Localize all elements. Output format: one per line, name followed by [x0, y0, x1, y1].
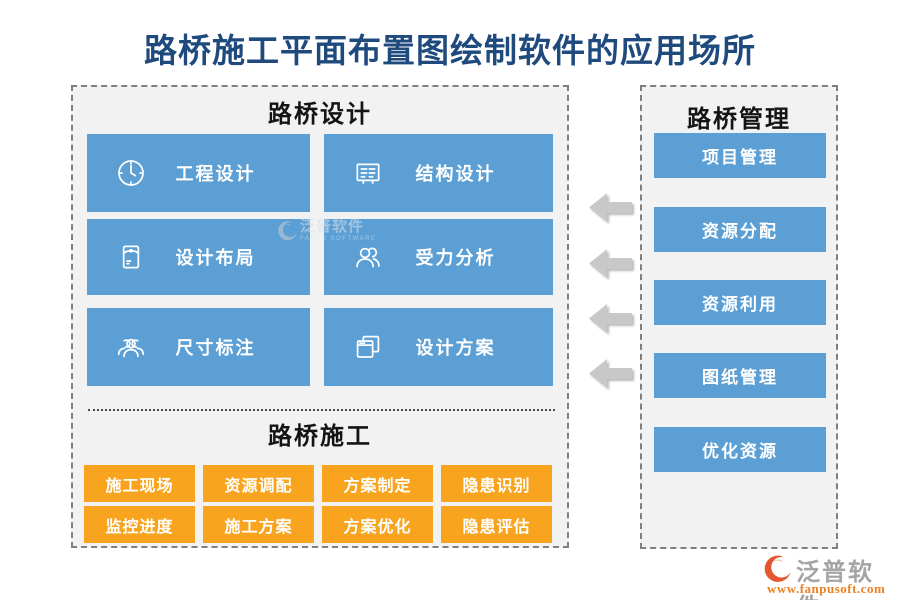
- construction-btn-construction-plan[interactable]: 施工方案: [203, 506, 314, 543]
- management-panel: 路桥管理 项目管理 资源分配 资源利用 图纸管理 优化资源: [640, 85, 838, 549]
- management-btn-resource-optimize[interactable]: 优化资源: [654, 427, 826, 472]
- construction-btn-resource-dispatch[interactable]: 资源调配: [203, 465, 314, 502]
- construction-btn-hazard-identify[interactable]: 隐患识别: [441, 465, 552, 502]
- form-icon: [352, 157, 384, 189]
- construction-section-title: 路桥施工: [268, 424, 372, 450]
- footer-brand-name: 泛普软件: [796, 560, 874, 600]
- construction-btn-progress-monitor[interactable]: 监控进度: [84, 506, 195, 543]
- footer-brand-url[interactable]: www.fanpusoft.com: [767, 581, 886, 596]
- management-btn-resource-utilization[interactable]: 资源利用: [654, 280, 826, 325]
- page-title: 路桥施工平面布置图绘制软件的应用场所: [144, 34, 756, 70]
- management-btn-resource-allocation[interactable]: 资源分配: [654, 207, 826, 252]
- left-arrow-icon: [589, 359, 632, 388]
- clock-icon: [115, 157, 147, 189]
- left-arrow-icon: [589, 304, 632, 333]
- design-btn-label: 设计布局: [175, 248, 256, 268]
- user-group-icon: [115, 331, 147, 363]
- two-users-icon: [352, 241, 384, 273]
- design-construction-panel: 路桥设计 工程设计 结构设计 设计布局 受力分析: [71, 85, 569, 548]
- left-arrow-icon: [589, 193, 632, 222]
- design-btn-structure[interactable]: 结构设计: [324, 134, 553, 212]
- construction-btn-hazard-assess[interactable]: 隐患评估: [441, 506, 552, 543]
- construction-btn-plan-making[interactable]: 方案制定: [322, 465, 433, 502]
- fanpu-crescent-icon: [764, 555, 791, 582]
- design-btn-dimensioning[interactable]: 尺寸标注: [87, 308, 310, 386]
- section-divider: [88, 409, 555, 411]
- footer-brand-logo: 泛普软件 www.fanpusoft.com: [755, 551, 895, 600]
- construction-btn-site[interactable]: 施工现场: [84, 465, 195, 502]
- envelope-icon: [115, 241, 147, 273]
- design-btn-force-analysis[interactable]: 受力分析: [324, 219, 553, 295]
- management-btn-drawing[interactable]: 图纸管理: [654, 353, 826, 398]
- stacked-windows-icon: [352, 331, 384, 363]
- design-section-title: 路桥设计: [268, 102, 372, 128]
- design-btn-layout[interactable]: 设计布局: [87, 219, 310, 295]
- design-btn-engineering[interactable]: 工程设计: [87, 134, 310, 212]
- left-arrow-icon: [589, 249, 632, 278]
- design-btn-design-scheme[interactable]: 设计方案: [324, 308, 553, 386]
- design-btn-label: 结构设计: [415, 164, 496, 184]
- management-section-title: 路桥管理: [687, 107, 791, 133]
- design-btn-label: 工程设计: [175, 164, 256, 184]
- design-btn-label: 设计方案: [415, 338, 496, 358]
- design-btn-label: 尺寸标注: [175, 338, 256, 358]
- management-btn-project[interactable]: 项目管理: [654, 133, 826, 178]
- construction-btn-plan-optimize[interactable]: 方案优化: [322, 506, 433, 543]
- design-btn-label: 受力分析: [415, 248, 496, 268]
